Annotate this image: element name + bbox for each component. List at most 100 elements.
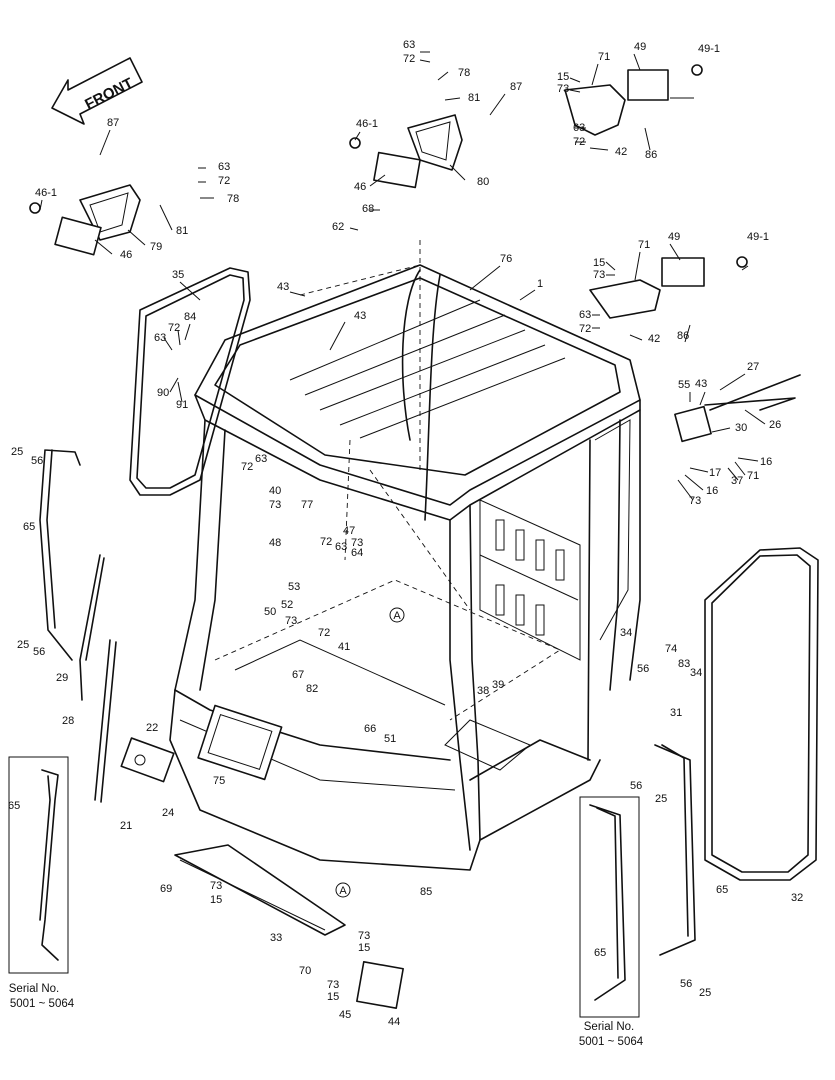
- leader-line: [169, 377, 179, 393]
- svg-text:A: A: [393, 610, 401, 622]
- callout-50: 50: [264, 606, 276, 618]
- callout-65: 65: [716, 884, 728, 896]
- leader-line: [569, 89, 581, 93]
- callout-72: 72: [320, 536, 332, 548]
- callout-49-1: 49-1: [747, 231, 769, 243]
- callout-71: 71: [598, 51, 610, 63]
- callout-73: 73: [285, 615, 297, 627]
- callout-52: 52: [281, 599, 293, 611]
- cab-body: [169, 240, 641, 871]
- leader-line: [629, 334, 643, 341]
- callout-73: 73: [269, 499, 281, 511]
- callout-55: 55: [678, 379, 690, 391]
- handrail-right: [654, 744, 696, 956]
- leader-line: [719, 373, 746, 391]
- callout-81: 81: [468, 92, 480, 104]
- callout-79: 79: [150, 241, 162, 253]
- callout-25: 25: [11, 446, 23, 458]
- callout-27: 27: [747, 361, 759, 373]
- callout-78: 78: [458, 67, 470, 79]
- callout-86: 86: [677, 330, 689, 342]
- callout-68: 68: [362, 203, 374, 215]
- callout-78: 78: [227, 193, 239, 205]
- callout-56: 56: [33, 646, 45, 658]
- callout-51: 51: [384, 733, 396, 745]
- callout-70: 70: [299, 965, 311, 977]
- callout-38: 38: [477, 685, 489, 697]
- leader-lines: [39, 51, 766, 501]
- callout-75: 75: [213, 775, 225, 787]
- callout-25: 25: [17, 639, 29, 651]
- leader-line: [684, 474, 704, 491]
- leader-line: [569, 77, 581, 83]
- leader-line: [644, 127, 651, 151]
- section-marker-a-2: A: [335, 882, 351, 898]
- leader-line: [449, 164, 466, 181]
- callout-72: 72: [218, 175, 230, 187]
- callout-56: 56: [680, 978, 692, 990]
- callout-63: 63: [335, 541, 347, 553]
- callout-65: 65: [8, 800, 20, 812]
- leader-line: [711, 427, 731, 433]
- front-arrow: FRONT: [51, 57, 143, 125]
- leader-line: [469, 265, 501, 291]
- callout-43: 43: [695, 378, 707, 390]
- callout-65: 65: [594, 947, 606, 959]
- callout-72: 72: [241, 461, 253, 473]
- callout-15: 15: [210, 894, 222, 906]
- callout-43: 43: [277, 281, 289, 293]
- callout-84: 84: [184, 311, 196, 323]
- leader-line: [634, 251, 641, 281]
- leader-line: [94, 239, 113, 255]
- callout-16: 16: [706, 485, 718, 497]
- callout-31: 31: [670, 707, 682, 719]
- leader-line: [591, 63, 599, 86]
- callout-73: 73: [358, 930, 370, 942]
- leader-line: [163, 337, 173, 351]
- callout-83: 83: [678, 658, 690, 670]
- callout-72: 72: [403, 53, 415, 65]
- callout-63: 63: [573, 122, 585, 134]
- callout-86: 86: [645, 149, 657, 161]
- leader-line: [444, 97, 461, 101]
- rear-wiper: [674, 374, 801, 443]
- callout-81: 81: [176, 225, 188, 237]
- leader-line: [689, 467, 709, 473]
- callout-73: 73: [689, 495, 701, 507]
- leader-line: [744, 409, 766, 425]
- callout-49: 49: [668, 231, 680, 243]
- leader-line: [184, 323, 191, 341]
- callout-34: 34: [690, 667, 702, 679]
- leader-line: [699, 391, 706, 406]
- leader-line: [329, 321, 346, 351]
- callout-45: 45: [339, 1009, 351, 1021]
- leader-line: [669, 243, 681, 261]
- callout-39: 39: [492, 679, 504, 691]
- leader-line: [99, 129, 111, 156]
- callout-41: 41: [338, 641, 350, 653]
- callout-26: 26: [769, 419, 781, 431]
- callout-37: 37: [731, 475, 743, 487]
- callout-56: 56: [630, 780, 642, 792]
- callout-33: 33: [270, 932, 282, 944]
- callout-67: 67: [292, 669, 304, 681]
- callout-82: 82: [306, 683, 318, 695]
- leader-line: [633, 53, 641, 71]
- callout-77: 77: [301, 499, 313, 511]
- bottom-panel: [174, 844, 404, 1009]
- callout-17: 17: [709, 467, 721, 479]
- callout-24: 24: [162, 807, 174, 819]
- callout-30: 30: [735, 422, 747, 434]
- callout-15: 15: [327, 991, 339, 1003]
- callout-15: 15: [557, 71, 569, 83]
- callout-29: 29: [56, 672, 68, 684]
- callout-71: 71: [638, 239, 650, 251]
- leader-line: [519, 289, 536, 301]
- callout-64: 64: [351, 547, 363, 559]
- leader-line: [177, 329, 181, 346]
- callout-49-1: 49-1: [698, 43, 720, 55]
- lamps: [29, 64, 748, 319]
- callout-40: 40: [269, 485, 281, 497]
- callout-21: 21: [120, 820, 132, 832]
